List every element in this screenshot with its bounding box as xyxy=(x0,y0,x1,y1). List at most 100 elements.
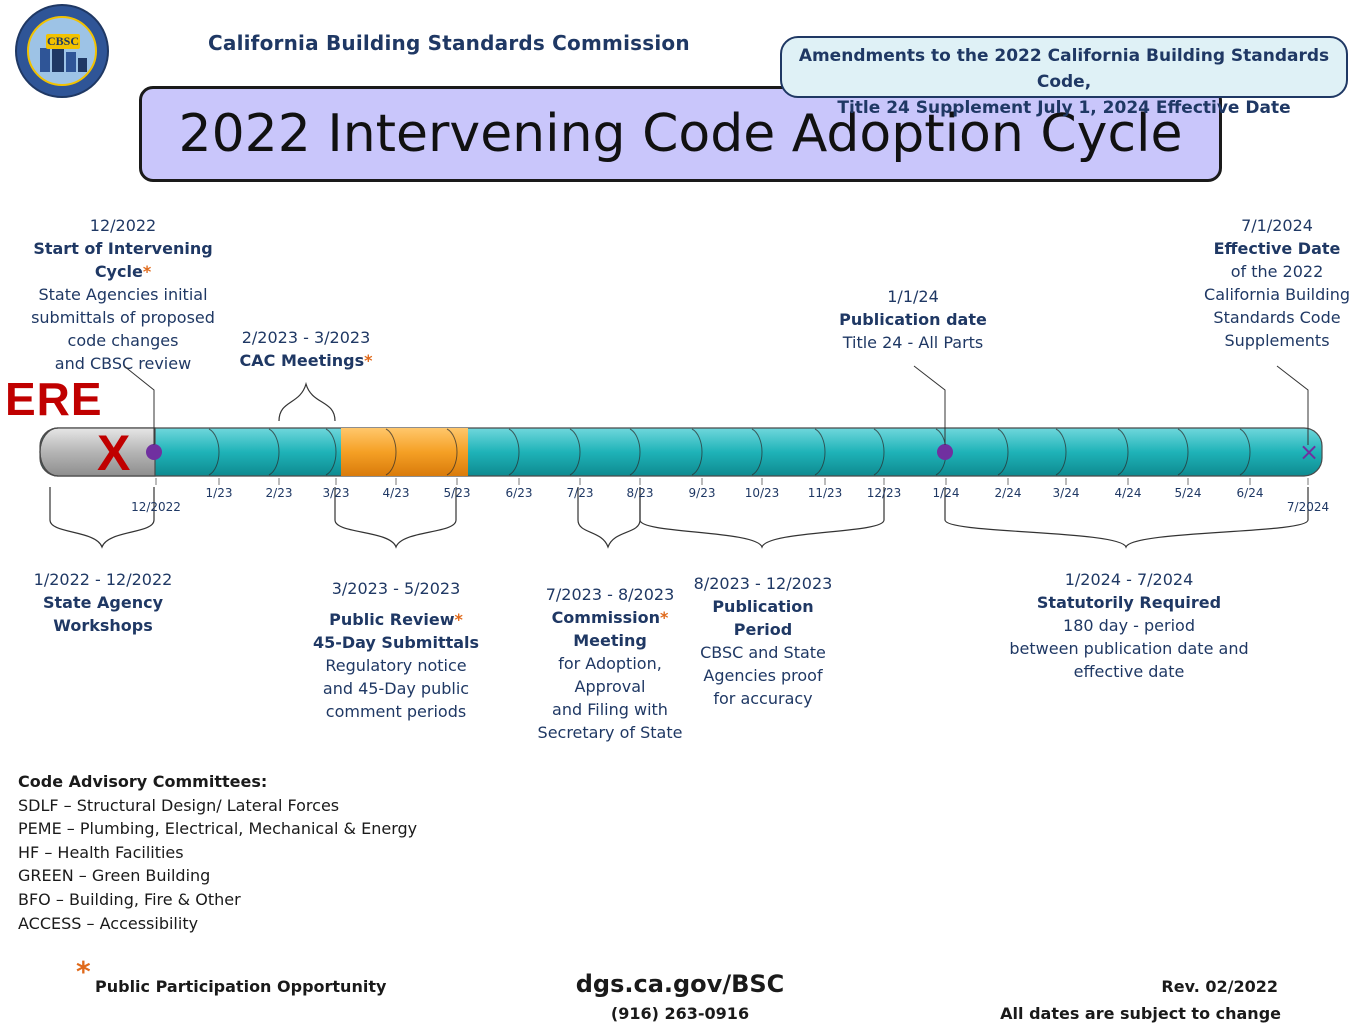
review-line-1: Regulatory notice xyxy=(325,656,467,675)
segment-divider xyxy=(325,428,337,476)
commission-line-2: Approval xyxy=(574,677,646,696)
amendment-banner: Amendments to the 2022 California Buildi… xyxy=(780,36,1348,118)
effective-leader xyxy=(1276,365,1309,445)
start-title: Start of Intervening Cycle* xyxy=(33,239,213,281)
participation-legend: Public Participation Opportunity xyxy=(95,977,387,996)
period-line-1: CBSC and State xyxy=(700,643,826,662)
tick-label: 1/24 xyxy=(933,486,960,500)
tick-label: 2/23 xyxy=(266,486,293,500)
amendment-line-1: Amendments to the 2022 California Buildi… xyxy=(798,46,1330,92)
effective-line-4: Supplements xyxy=(1224,331,1330,350)
start-leader xyxy=(123,365,155,445)
period-brace xyxy=(639,487,885,549)
tick-label: 10/23 xyxy=(745,486,780,500)
segment-divider xyxy=(208,428,220,476)
segment-divider xyxy=(873,428,885,476)
review-title-2: 45-Day Submittals xyxy=(312,633,480,652)
tick-label: 5/24 xyxy=(1175,486,1202,500)
cac-item: HF – Health Facilities xyxy=(18,842,184,862)
segment-divider xyxy=(569,428,581,476)
commission-line-1: for Adoption, xyxy=(558,654,662,673)
x-mark: X xyxy=(97,425,130,481)
tick-label: 12/23 xyxy=(867,486,902,500)
tick-label: 7/23 xyxy=(567,486,594,500)
tick-label: 6/23 xyxy=(506,486,533,500)
statutory-line-2: between publication date and xyxy=(1009,639,1249,658)
commission-date: 7/2023 - 8/2023 xyxy=(545,585,675,604)
review-date: 3/2023 - 5/2023 xyxy=(331,579,461,598)
start-line-3: code changes xyxy=(67,331,179,350)
effective-title: Effective Date xyxy=(1213,239,1341,258)
period-date: 8/2023 - 12/2023 xyxy=(693,574,833,593)
tick-label: 11/23 xyxy=(808,486,843,500)
publication-line-1: Title 24 - All Parts xyxy=(842,333,984,352)
cac-item: SDLF – Structural Design/ Lateral Forces xyxy=(18,795,340,815)
cac-title: CAC Meetings* xyxy=(239,351,373,370)
publication-date: 1/1/24 xyxy=(887,287,939,306)
effective-line-1: of the 2022 xyxy=(1230,262,1324,281)
segment-divider xyxy=(814,428,826,476)
effective-label: 7/1/2024 Effective Date of the 2022 Cali… xyxy=(1196,214,1358,352)
tick-label: 7/2024 xyxy=(1287,500,1329,514)
commission-label: 7/2023 - 8/2023 Commission* Meeting for … xyxy=(528,583,692,744)
commission-brace xyxy=(577,487,641,549)
timeline-bar xyxy=(39,427,1323,477)
effective-mark: × xyxy=(1299,438,1319,466)
star-icon: * xyxy=(76,955,91,988)
cac-item: ACCESS – Accessibility xyxy=(18,913,199,933)
segment-divider xyxy=(691,428,703,476)
cac-label: 2/2023 - 3/2023 CAC Meetings* xyxy=(226,326,386,372)
segment-divider xyxy=(1177,428,1189,476)
timeline-review-segment xyxy=(341,428,468,476)
segment-divider xyxy=(1055,428,1067,476)
tick-label: 9/23 xyxy=(689,486,716,500)
segment-divider xyxy=(268,428,280,476)
disclaimer: All dates are subject to change xyxy=(1000,1004,1281,1023)
cac-heading: Code Advisory Committees: xyxy=(18,772,268,791)
code-advisory-committees: Code Advisory Committees: SDLF – Structu… xyxy=(18,770,417,935)
cac-date: 2/2023 - 3/2023 xyxy=(241,328,371,347)
commission-line-4: Secretary of State xyxy=(537,723,683,742)
tick-label: 4/23 xyxy=(383,486,410,500)
website-link[interactable]: dgs.ca.gov/BSC xyxy=(575,970,785,998)
statutory-date: 1/2024 - 7/2024 xyxy=(1064,570,1194,589)
tick-label: 8/23 xyxy=(627,486,654,500)
publication-title: Publication date xyxy=(839,310,987,329)
tick-label: 4/24 xyxy=(1115,486,1142,500)
start-line-2: submittals of proposed xyxy=(31,308,215,327)
cbsc-seal-logo: CBSC xyxy=(15,4,109,98)
segment-divider xyxy=(446,428,458,476)
publication-label: 1/1/24 Publication date Title 24 - All P… xyxy=(823,285,1003,354)
segment-divider xyxy=(1117,428,1129,476)
cac-brace xyxy=(278,381,336,422)
review-line-3: comment periods xyxy=(325,702,467,721)
start-line-1: State Agencies initial xyxy=(38,285,208,304)
tick-label: 1/23 xyxy=(206,486,233,500)
here-marker-text: ERE xyxy=(5,373,103,425)
cac-item: GREEN – Green Building xyxy=(18,866,211,886)
workshops-title-2: Workshops xyxy=(53,616,153,635)
segment-divider xyxy=(751,428,763,476)
phone-number: (916) 263-0916 xyxy=(610,1004,750,1023)
effective-line-2: California Building xyxy=(1204,285,1350,304)
segment-divider xyxy=(1239,428,1251,476)
start-date: 12/2022 xyxy=(89,216,157,235)
tick-label: 3/23 xyxy=(323,486,350,500)
segment-divider xyxy=(385,428,397,476)
commission-line-3: and Filing with xyxy=(552,700,668,719)
effective-date: 7/1/2024 xyxy=(1241,216,1313,235)
statutory-title: Statutorily Required xyxy=(1036,593,1222,612)
publication-leader xyxy=(913,365,946,445)
review-brace xyxy=(334,487,457,549)
review-line-2: and 45-Day public xyxy=(322,679,470,698)
segment-divider xyxy=(629,428,641,476)
statutory-line-3: effective date xyxy=(1073,662,1185,681)
effective-line-3: Standards Code xyxy=(1213,308,1341,327)
period-title-2: Period xyxy=(733,620,793,639)
logo-text: CBSC xyxy=(47,34,79,48)
publication-dot xyxy=(937,444,953,460)
amendment-line-2: Title 24 Supplement July 1, 2024 Effecti… xyxy=(837,98,1291,118)
tick-label: 3/24 xyxy=(1053,486,1080,500)
commission-title-2: Meeting xyxy=(573,631,647,650)
organization-name: California Building Standards Commission xyxy=(208,31,690,55)
